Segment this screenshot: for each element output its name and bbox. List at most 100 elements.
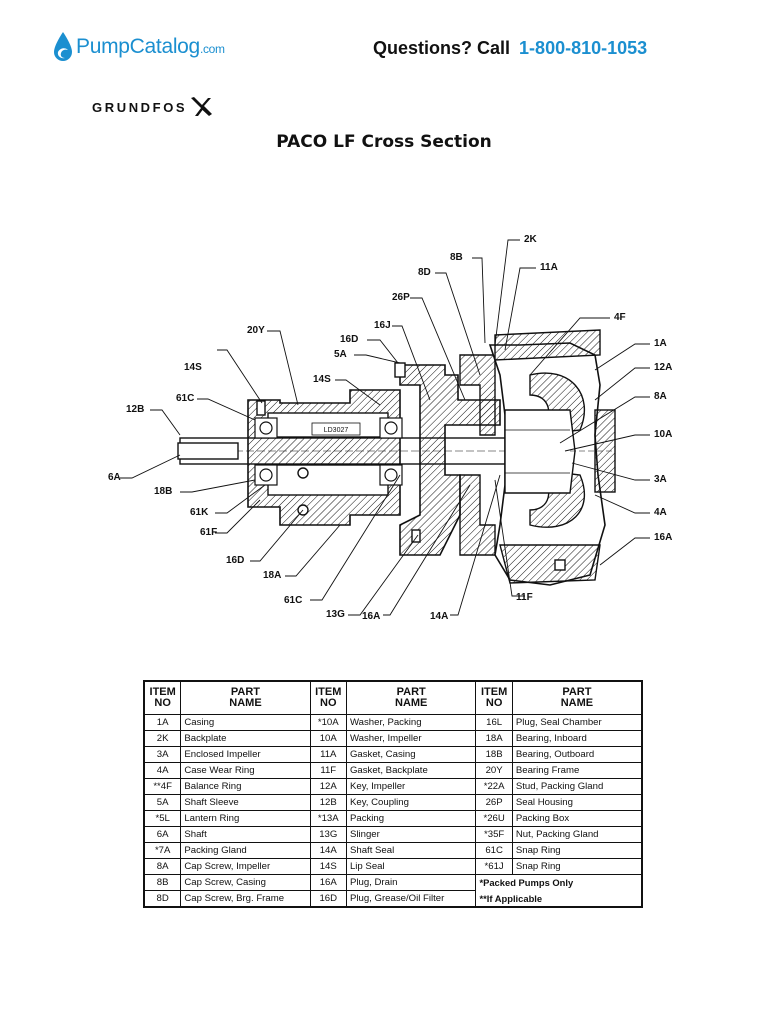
item-number-cell: 11A — [309, 746, 347, 763]
table-note: **If Applicable — [475, 890, 643, 907]
part-name-cell: Nut, Packing Gland — [511, 826, 643, 843]
callout-8b: 8B — [450, 252, 463, 263]
part-name-cell: Shaft Seal — [345, 842, 477, 859]
callout-11a: 11A — [540, 262, 558, 273]
part-name-cell: Enclosed Impeller — [180, 746, 311, 763]
item-number-cell: *13A — [309, 810, 347, 827]
part-name-cell: Packing Gland — [180, 842, 311, 859]
part-name-cell: Shaft — [180, 826, 311, 843]
part-name-cell: Cap Screw, Brg. Frame — [180, 890, 311, 908]
pumpcatalog-logo[interactable]: PumpCatalog.com — [52, 27, 225, 67]
drawing-stamp: LD3027 — [324, 427, 349, 434]
callout-4a: 4A — [654, 507, 667, 518]
part-name-cell: Case Wear Ring — [180, 762, 311, 779]
callout-16j: 16J — [374, 320, 391, 331]
callout-2k: 2K — [524, 234, 537, 245]
part-name-cell: Stud, Packing Gland — [511, 778, 643, 795]
part-name-cell: Cap Screw, Casing — [180, 874, 311, 891]
callout-3a: 3A — [654, 474, 667, 485]
part-name-cell: Plug, Grease/Oil Filter — [345, 890, 477, 908]
contact-line: Questions? Call 1-800-810-1053 — [373, 38, 647, 59]
part-name-cell: Gasket, Casing — [345, 746, 477, 763]
part-name-cell: Gasket, Backplate — [345, 762, 477, 779]
part-name-cell: Snap Ring — [511, 858, 643, 875]
part-name-cell: Seal Housing — [511, 794, 643, 811]
item-number-cell: 16A — [309, 874, 347, 891]
item-number-cell: *5L — [143, 810, 182, 827]
item-number-cell: 6A — [143, 826, 182, 843]
item-number-cell: *35F — [475, 826, 513, 843]
part-name-cell: Key, Coupling — [345, 794, 477, 811]
item-number-cell: 2K — [143, 730, 182, 747]
item-number-cell: 18A — [475, 730, 513, 747]
item-number-cell: 12A — [309, 778, 347, 795]
item-number-cell: 16L — [475, 714, 513, 731]
callout-1a: 1A — [654, 338, 667, 349]
item-number-cell: *7A — [143, 842, 182, 859]
callout-13g: 13G — [326, 609, 345, 620]
item-number-cell: *61J — [475, 858, 513, 875]
callout-14s-upper: 14S — [313, 374, 331, 385]
item-number-cell: 61C — [475, 842, 513, 859]
callout-20y: 20Y — [247, 325, 265, 336]
item-number-cell: 26P — [475, 794, 513, 811]
part-name-cell: Slinger — [345, 826, 477, 843]
part-name-cell: Key, Impeller — [345, 778, 477, 795]
callout-4f: 4F — [614, 312, 626, 323]
page-header: PumpCatalog.com Questions? Call 1-800-81… — [0, 0, 768, 90]
item-number-cell: 1A — [143, 714, 182, 731]
callout-14a: 14A — [430, 611, 449, 622]
cross-section-drawing: LD3027 — [100, 225, 690, 635]
callout-16a-right: 16A — [654, 532, 673, 543]
item-number-cell: 8B — [143, 874, 182, 891]
item-number-cell: *10A — [309, 714, 347, 731]
part-name-cell: Plug, Seal Chamber — [511, 714, 643, 731]
item-number-cell: *26U — [475, 810, 513, 827]
item-number-cell: **4F — [143, 778, 182, 795]
callout-16a-lower: 16A — [362, 611, 381, 622]
item-number-cell: 20Y — [475, 762, 513, 779]
callout-8a: 8A — [654, 391, 667, 402]
grundfos-symbol-icon — [191, 97, 213, 116]
phone-number-link[interactable]: 1-800-810-1053 — [519, 38, 648, 58]
part-name-cell: Cap Screw, Impeller — [180, 858, 311, 875]
part-name-cell: Lantern Ring — [180, 810, 311, 827]
callout-61c-lower: 61C — [284, 595, 303, 606]
pump-cross-section-illustration: LD3027 — [120, 239, 650, 616]
callout-14s-left: 14S — [184, 362, 202, 373]
callout-18a: 18A — [263, 570, 282, 581]
item-number-cell: 8A — [143, 858, 182, 875]
item-number-cell: *22A — [475, 778, 513, 795]
item-number-cell: 13G — [309, 826, 347, 843]
item-number-cell: 14A — [309, 842, 347, 859]
item-number-cell: 4A — [143, 762, 182, 779]
callout-6a: 6A — [108, 472, 121, 483]
part-name-cell: Bearing Frame — [511, 762, 643, 779]
callout-12b: 12B — [126, 404, 145, 415]
part-name-cell: Snap Ring — [511, 842, 643, 859]
item-number-cell: 10A — [309, 730, 347, 747]
part-name-cell: Backplate — [180, 730, 311, 747]
part-name-cell: Balance Ring — [180, 778, 311, 795]
logo-text: PumpCatalog.com — [76, 35, 225, 58]
callout-10a: 10A — [654, 429, 673, 440]
item-number-cell: 3A — [143, 746, 182, 763]
item-number-cell: 5A — [143, 794, 182, 811]
grundfos-wordmark: GRUNDFOS — [92, 99, 188, 115]
part-name-cell: Bearing, Inboard — [511, 730, 643, 747]
